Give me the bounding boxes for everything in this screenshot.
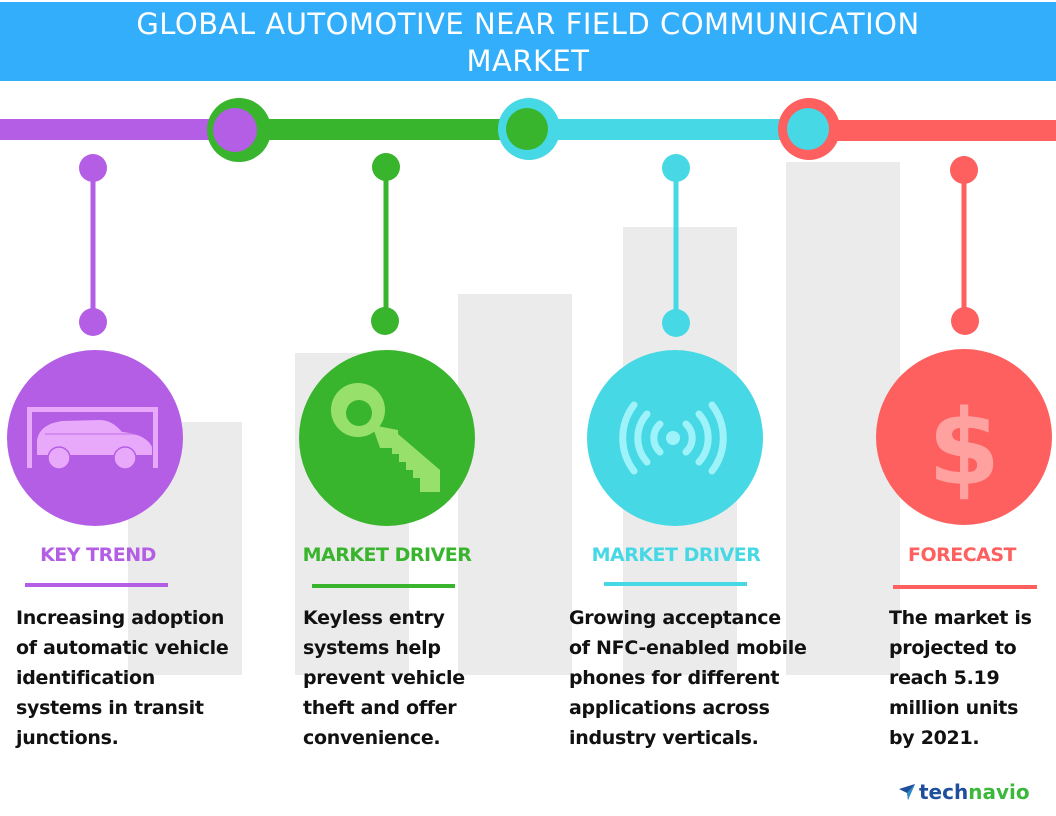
connector-2	[371, 153, 400, 335]
section-4-label: FORECAST	[907, 544, 1017, 566]
timeline-segment-cyan	[529, 119, 808, 140]
logo-text-tech: tech	[919, 780, 969, 804]
timeline-node-1-dot	[213, 108, 257, 152]
connector-3	[662, 154, 690, 337]
dollar-icon: $	[928, 387, 1000, 509]
timeline-segment-red	[808, 120, 1056, 141]
background-bars	[128, 162, 900, 675]
section-2-label: MARKET DRIVER	[302, 544, 472, 566]
timeline	[0, 98, 1056, 162]
page-title: GLOBAL AUTOMOTIVE NEAR FIELD COMMUNICATI…	[0, 6, 1056, 80]
title-line-1: GLOBAL AUTOMOTIVE NEAR FIELD COMMUNICATI…	[136, 7, 920, 41]
logo-text-navio: navio	[968, 780, 1030, 804]
section-2-underline	[312, 584, 455, 588]
timeline-segment-green	[239, 119, 529, 140]
section-3-description: Growing acceptance of NFC-enabled mobile…	[569, 607, 807, 749]
section-4-description: The market is projected to reach 5.19 mi…	[889, 607, 1032, 749]
timeline-node-2-dot	[506, 108, 548, 150]
section-3-label: MARKET DRIVER	[591, 544, 761, 566]
section-4-circle	[876, 349, 1052, 525]
key-icon	[330, 382, 440, 492]
title-line-2: MARKET	[466, 44, 590, 78]
connector-1	[79, 154, 107, 336]
technavio-arrow-icon	[899, 784, 915, 800]
timeline-segment-purple	[0, 119, 239, 140]
timeline-node-3-dot	[787, 108, 829, 150]
section-1-description: Increasing adoption of automatic vehicle…	[16, 607, 229, 749]
connector-4	[950, 156, 979, 335]
section-1-label: KEY TREND	[40, 544, 156, 566]
background-bar-3	[458, 294, 572, 675]
section-2-description: Keyless entry systems help prevent vehic…	[303, 607, 465, 749]
section-3-underline	[604, 582, 747, 586]
section-1-underline	[25, 583, 168, 587]
svg-text:$: $	[928, 387, 1000, 509]
section-4-underline	[893, 585, 1037, 589]
nfc-signal-icon	[619, 401, 727, 475]
header-banner	[0, 2, 1056, 81]
car-in-garage-icon	[27, 407, 158, 470]
